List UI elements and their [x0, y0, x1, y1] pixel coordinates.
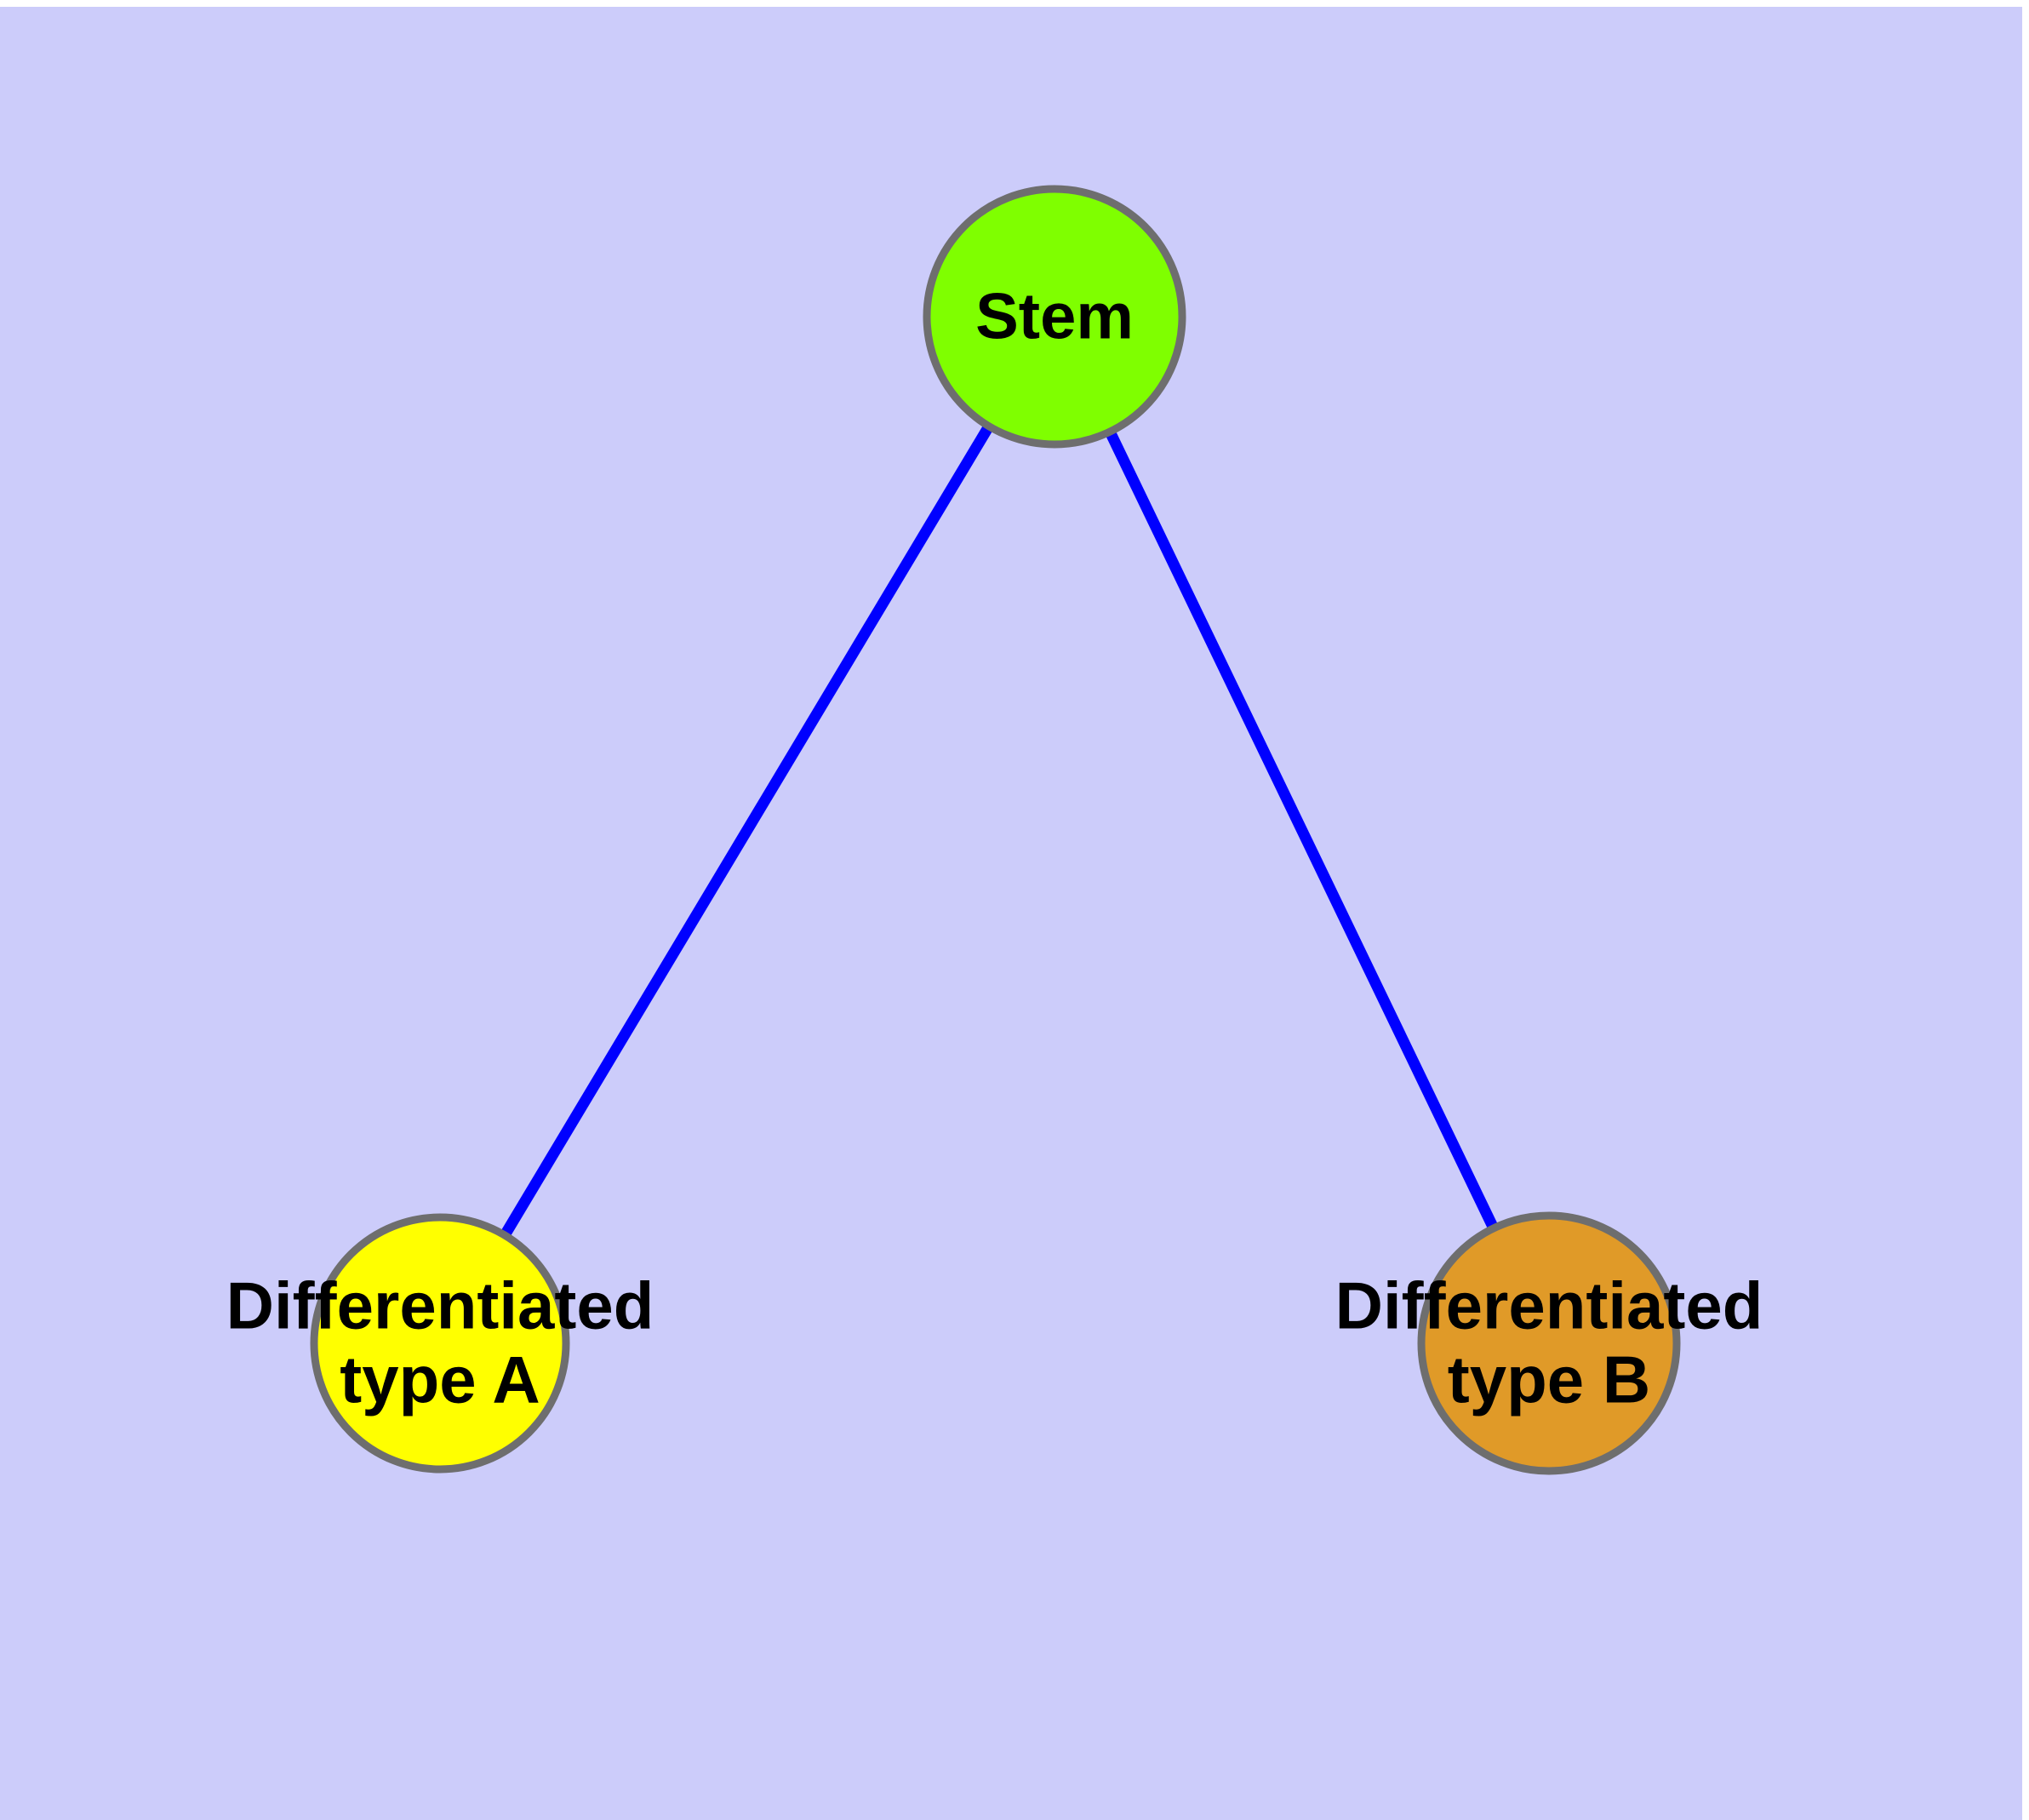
- node-stem-circle[interactable]: [923, 185, 1186, 449]
- cell-differentiation-graph: [310, 185, 1681, 1475]
- edge-stem-to-differentiated-type-b: [1049, 314, 1554, 1346]
- node-differentiated-type-a-circle[interactable]: [310, 1213, 570, 1474]
- node-differentiated-type-b-circle[interactable]: [1417, 1211, 1681, 1475]
- diagram-plot-area: Stem Differentiated type A Differentiate…: [0, 7, 2022, 1820]
- node-layer: [310, 185, 1681, 1475]
- edge-stem-to-differentiated-type-a: [435, 313, 1060, 1347]
- edge-layer: [435, 313, 1554, 1347]
